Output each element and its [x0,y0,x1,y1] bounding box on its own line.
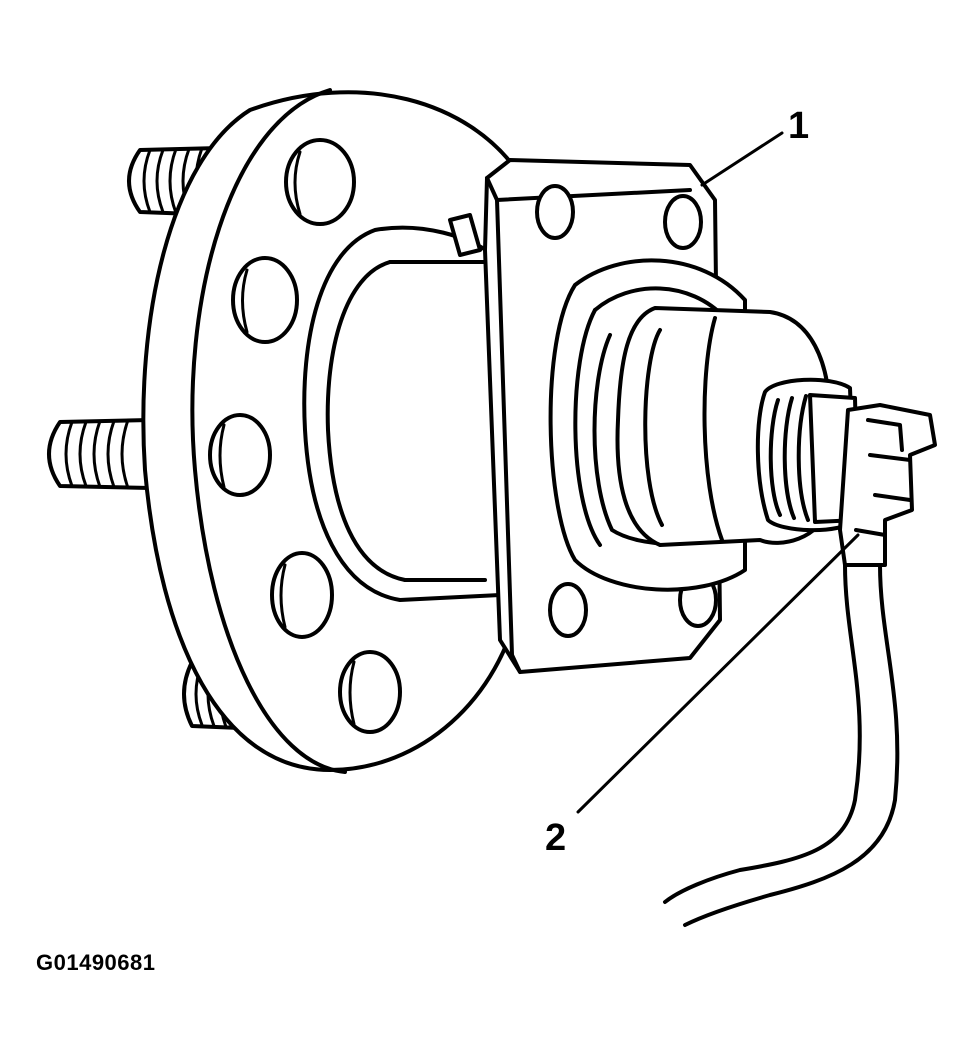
callout-2-label: 2 [545,817,566,859]
sensor-wire [663,563,900,927]
wheel-stud-left [47,418,152,490]
lug-holes [208,138,402,734]
wheel-speed-sensor-connector [838,403,937,567]
figure-id: G01490681 [36,950,156,975]
callout-1-leader [700,131,784,187]
hub-barrel [302,225,502,602]
callout-2-leader [576,533,860,814]
callout-1-label: 1 [788,105,809,147]
